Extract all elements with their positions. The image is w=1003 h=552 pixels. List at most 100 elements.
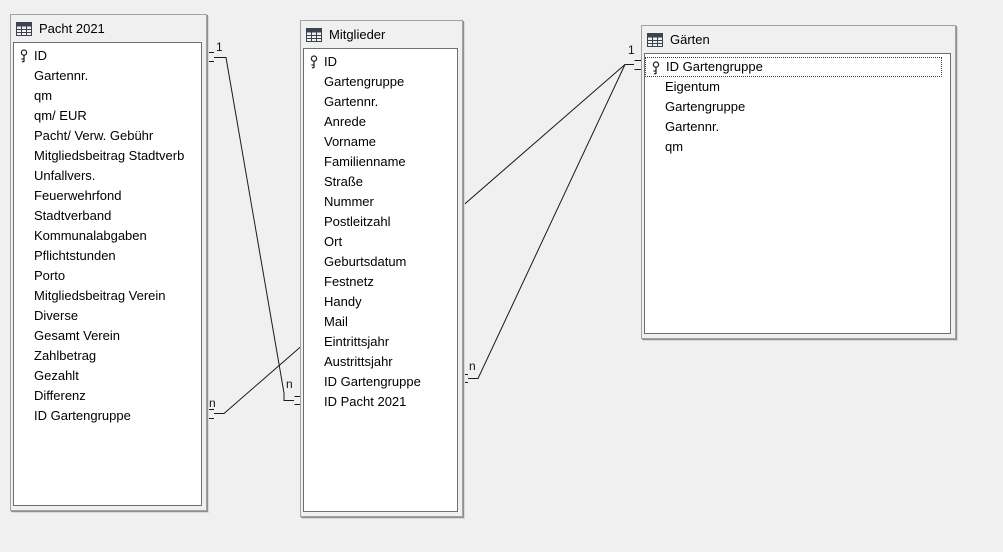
- table-icon: [306, 27, 322, 42]
- field-label: Gartengruppe: [665, 99, 746, 114]
- field-row[interactable]: ID: [14, 46, 201, 66]
- table-name: Mitglieder: [329, 27, 386, 42]
- field-row[interactable]: ID Gartengruppe: [304, 372, 457, 392]
- relationship-line[interactable]: [214, 57, 294, 401]
- field-label: Gesamt Verein: [34, 328, 120, 343]
- primary-key-icon: [309, 55, 319, 69]
- field-label: ID Pacht 2021: [324, 394, 407, 409]
- field-row[interactable]: Gartennr.: [14, 66, 201, 86]
- field-row[interactable]: qm: [14, 86, 201, 106]
- field-label: Postleitzahl: [324, 214, 391, 229]
- cardinality-label: n: [209, 396, 216, 410]
- table-icon: [647, 32, 663, 47]
- field-row[interactable]: Mitgliedsbeitrag Verein: [14, 286, 201, 306]
- field-row[interactable]: ID Gartengruppe: [14, 406, 201, 426]
- field-label: Pflichtstunden: [34, 248, 116, 263]
- field-row[interactable]: Kommunalabgaben: [14, 226, 201, 246]
- field-row[interactable]: Handy: [304, 292, 457, 312]
- field-label: Eintrittsjahr: [324, 334, 390, 349]
- field-label: ID: [34, 48, 47, 63]
- table-window-pacht-2021[interactable]: Pacht 2021 ID Gartennr. qm qm/ EUR Pacht/ Ve…: [10, 14, 207, 511]
- relation-endpoint-bracket: [207, 52, 214, 62]
- field-row[interactable]: Porto: [14, 266, 201, 286]
- field-label: Feuerwehrfond: [34, 188, 122, 203]
- cardinality-label: n: [469, 359, 476, 373]
- field-label: Straße: [324, 174, 364, 189]
- field-label: Nummer: [324, 194, 374, 209]
- field-label: qm/ EUR: [34, 108, 87, 123]
- primary-key-icon: [651, 61, 661, 75]
- field-row[interactable]: Pflichtstunden: [14, 246, 201, 266]
- table-name: Pacht 2021: [39, 21, 105, 36]
- field-label: Austrittsjahr: [324, 354, 393, 369]
- field-row[interactable]: Familienname: [304, 152, 457, 172]
- field-row[interactable]: Pacht/ Verw. Gebühr: [14, 126, 201, 146]
- field-row[interactable]: Straße: [304, 172, 457, 192]
- field-label: Unfallvers.: [34, 168, 96, 183]
- field-label: Gezahlt: [34, 368, 79, 383]
- field-label: Gartennr.: [665, 119, 720, 134]
- field-label: Familienname: [324, 154, 406, 169]
- table-icon: [16, 21, 32, 36]
- field-row[interactable]: Eigentum: [645, 77, 950, 97]
- field-row[interactable]: Zahlbetrag: [14, 346, 201, 366]
- field-label: Anrede: [324, 114, 366, 129]
- field-label: Handy: [324, 294, 362, 309]
- table-titlebar[interactable]: Gärten: [642, 26, 955, 53]
- field-row[interactable]: qm/ EUR: [14, 106, 201, 126]
- cardinality-label: 1: [628, 43, 635, 57]
- field-label: Mitgliedsbeitrag Stadtverb: [34, 148, 185, 163]
- table-titlebar[interactable]: Pacht 2021: [11, 15, 206, 42]
- field-row[interactable]: Postleitzahl: [304, 212, 457, 232]
- field-row[interactable]: Mail: [304, 312, 457, 332]
- field-label: ID Gartengruppe: [666, 59, 763, 74]
- field-row[interactable]: Vorname: [304, 132, 457, 152]
- field-row[interactable]: Ort: [304, 232, 457, 252]
- field-row[interactable]: Unfallvers.: [14, 166, 201, 186]
- field-label: Zahlbetrag: [34, 348, 97, 363]
- cardinality-label: n: [286, 377, 293, 391]
- field-label: qm: [34, 88, 53, 103]
- field-row[interactable]: qm: [645, 137, 950, 157]
- field-row[interactable]: Gesamt Verein: [14, 326, 201, 346]
- field-row[interactable]: Gartennr.: [645, 117, 950, 137]
- field-row[interactable]: Festnetz: [304, 272, 457, 292]
- field-row[interactable]: ID Pacht 2021: [304, 392, 457, 412]
- field-label: ID: [324, 54, 337, 69]
- field-label: Mitgliedsbeitrag Verein: [34, 288, 166, 303]
- field-row[interactable]: Diverse: [14, 306, 201, 326]
- field-row[interactable]: ID: [304, 52, 457, 72]
- field-row[interactable]: Gartengruppe: [304, 72, 457, 92]
- field-row[interactable]: Eintrittsjahr: [304, 332, 457, 352]
- field-row[interactable]: Geburtsdatum: [304, 252, 457, 272]
- field-row[interactable]: ID Gartengruppe: [645, 57, 942, 77]
- field-label: ID Gartengruppe: [324, 374, 421, 389]
- field-row[interactable]: Anrede: [304, 112, 457, 132]
- field-label: Ort: [324, 234, 343, 249]
- field-row[interactable]: Mitgliedsbeitrag Stadtverb: [14, 146, 201, 166]
- field-label: ID Gartengruppe: [34, 408, 131, 423]
- field-row[interactable]: Differenz: [14, 386, 201, 406]
- field-row[interactable]: Gartengruppe: [645, 97, 950, 117]
- field-label: Pacht/ Verw. Gebühr: [34, 128, 154, 143]
- field-row[interactable]: Austrittsjahr: [304, 352, 457, 372]
- relationship-line[interactable]: [468, 64, 626, 379]
- field-label: Geburtsdatum: [324, 254, 407, 269]
- field-row[interactable]: Nummer: [304, 192, 457, 212]
- field-label: Mail: [324, 314, 348, 329]
- field-row[interactable]: Gezahlt: [14, 366, 201, 386]
- table-name: Gärten: [670, 32, 710, 47]
- field-label: Gartengruppe: [324, 74, 405, 89]
- field-label: Porto: [34, 268, 66, 283]
- field-row[interactable]: Stadtverband: [14, 206, 201, 226]
- table-titlebar[interactable]: Mitglieder: [301, 21, 462, 48]
- primary-key-icon: [19, 49, 29, 63]
- field-label: Stadtverband: [34, 208, 112, 223]
- field-row[interactable]: Gartennr.: [304, 92, 457, 112]
- field-row[interactable]: Feuerwehrfond: [14, 186, 201, 206]
